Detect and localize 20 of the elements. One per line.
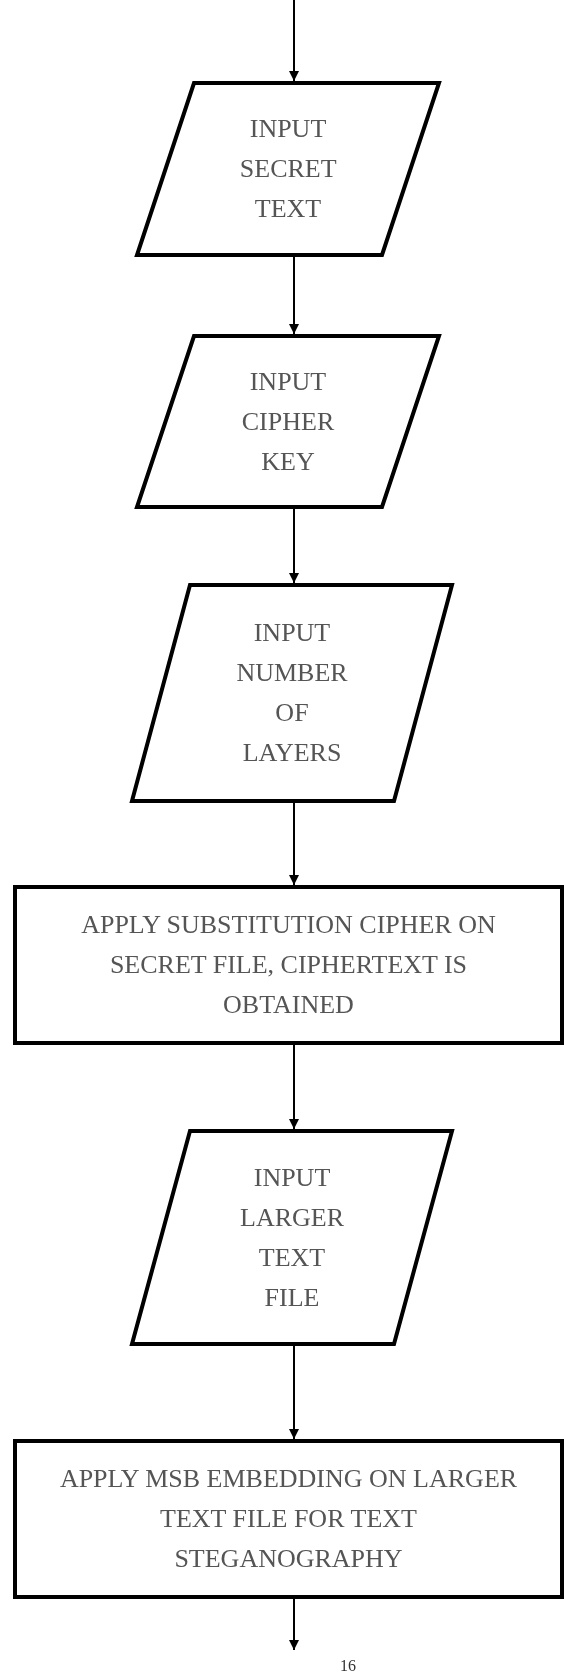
- node-label: INPUT SECRET TEXT: [239, 113, 337, 225]
- node-label: APPLY MSB EMBEDDING ON LARGER TEXT FILE FOR TEXT STEGANOGRAPHY: [58, 1463, 519, 1575]
- arrow: [289, 1044, 299, 1130]
- arrow: [289, 1598, 299, 1651]
- arrow: [289, 802, 299, 886]
- arrow: [289, 1345, 299, 1440]
- node-label: INPUT NUMBER OF LAYERS: [236, 617, 348, 769]
- input-parallelogram: [130, 1129, 454, 1346]
- arrow: [289, 0, 299, 82]
- input-parallelogram: [130, 583, 454, 803]
- process-box: [13, 885, 564, 1045]
- node-label: INPUT CIPHER KEY: [241, 365, 335, 478]
- node-label: APPLY SUBSTITUTION CIPHER ON SECRET FILE, CIPHERTEXT IS OBTAINED: [80, 909, 497, 1021]
- input-parallelogram: [135, 334, 441, 509]
- input-parallelogram: [135, 81, 441, 257]
- arrow: [289, 256, 299, 335]
- process-box: [13, 1439, 564, 1599]
- arrow: [289, 508, 299, 584]
- page-number: 16: [340, 1657, 356, 1675]
- node-label: INPUT LARGER TEXT FILE: [240, 1161, 344, 1314]
